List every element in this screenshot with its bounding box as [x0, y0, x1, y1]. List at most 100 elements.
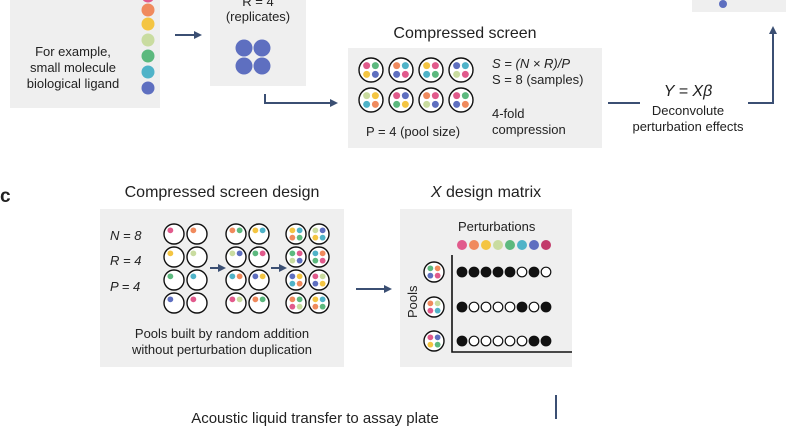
replicate-dot — [235, 57, 253, 75]
design-pool-dot — [312, 296, 319, 303]
screen-pool-dot — [423, 70, 431, 78]
matrix-row-pool-dot — [427, 265, 434, 272]
screen-pool-dot — [401, 92, 409, 100]
matrix-entry-filled — [492, 266, 504, 278]
design-pool-dot — [167, 250, 174, 257]
screen-pool — [388, 57, 414, 83]
panel-c-label: c — [0, 186, 11, 207]
deconvolute-line-2: perturbation effects — [632, 119, 744, 134]
matrix-row-pool-dot — [434, 272, 441, 279]
design-pool-dot — [259, 296, 266, 303]
matrix-entry-filled — [480, 266, 492, 278]
design-pool — [163, 223, 185, 245]
screen-pool-dot — [453, 70, 461, 78]
design-pool — [285, 223, 307, 245]
deconvolute-line-1: Deconvolute — [651, 103, 725, 118]
compressed-screen-title: Compressed screen — [393, 25, 537, 42]
screen-pool-dot — [453, 92, 461, 100]
matrix-row-pool-dot — [427, 272, 434, 279]
replicate-dot — [235, 39, 253, 57]
design-pool-dot — [167, 296, 174, 303]
ligand-dot — [142, 0, 154, 3]
design-pool-dot — [229, 250, 236, 257]
compression-line-2: compression — [492, 122, 566, 137]
screen-pool-dot — [363, 100, 371, 108]
matrix-entry-filled — [456, 335, 468, 347]
matrix-entry-empty — [468, 301, 480, 313]
screen-pool-dot — [371, 100, 379, 108]
design-pool-dot — [319, 303, 326, 310]
screen-pool-dot — [401, 70, 409, 78]
design-pool-dot — [289, 273, 296, 280]
screen-pool-dot — [393, 62, 401, 70]
matrix-entry-empty — [504, 335, 516, 347]
replicates-value: R = 4 — [242, 0, 274, 9]
matrix-title-var: X — [430, 184, 442, 201]
example-line-1: For example, — [35, 44, 111, 59]
matrix-entry-filled — [504, 266, 516, 278]
ligand-dot — [141, 33, 155, 47]
matrix-entry-filled — [456, 301, 468, 313]
design-pool-dot — [259, 273, 266, 280]
design-pool-dot — [319, 273, 326, 280]
matrix-entry-filled — [540, 301, 552, 313]
design-pool-dot — [252, 227, 259, 234]
matrix-entry-empty — [468, 335, 480, 347]
design-pool-dot — [190, 250, 197, 257]
design-pool-dot — [289, 227, 296, 234]
design-pool-dot — [312, 227, 319, 234]
screen-pool-dot — [431, 92, 439, 100]
screen-pool-dot — [423, 62, 431, 70]
screen-pool-dot — [371, 62, 379, 70]
design-pool-dot — [296, 227, 303, 234]
design-pool-dot — [312, 273, 319, 280]
screen-pool — [448, 57, 474, 83]
arrow-deconvolution-up — [748, 26, 777, 104]
ligand-dot — [141, 3, 155, 17]
matrix-row-pool-dot — [434, 334, 441, 341]
screen-pool-dot — [363, 92, 371, 100]
param-r: R = 4 — [110, 253, 142, 268]
matrix-row-pool-dot — [434, 341, 441, 348]
matrix-axes — [451, 255, 572, 353]
design-pool-dot — [319, 234, 326, 241]
design-pool-dot — [236, 227, 243, 234]
screen-pool-dot — [401, 62, 409, 70]
screen-pool-dot — [393, 70, 401, 78]
matrix-entry-filled — [528, 335, 540, 347]
design-pool-dot — [252, 250, 259, 257]
design-pool — [308, 246, 330, 268]
screen-pool-dot — [423, 100, 431, 108]
design-pool-dot — [167, 273, 174, 280]
screen-pool — [448, 87, 474, 113]
design-pool-dot — [289, 234, 296, 241]
design-pool — [163, 269, 185, 291]
matrix-entry-filled — [456, 266, 468, 278]
matrix-row-pool — [423, 296, 445, 318]
param-p: P = 4 — [110, 279, 141, 294]
design-pool-dot — [296, 234, 303, 241]
perturbation-color — [493, 240, 503, 250]
perturbation-color — [517, 240, 527, 250]
matrix-title: X design matrix — [400, 184, 572, 202]
generated-marks — [141, 0, 727, 353]
screen-pool-dot — [461, 70, 469, 78]
matrix-row-pool-dot — [427, 334, 434, 341]
design-pool-dot — [319, 250, 326, 257]
perturbation-color — [457, 240, 467, 250]
example-line-2: small molecule — [30, 60, 116, 75]
arrow-replicates-to-screen — [264, 94, 338, 107]
design-pool — [163, 292, 185, 314]
ligand-dot — [141, 17, 155, 31]
samples-count: S = 8 (samples) — [492, 72, 584, 87]
matrix-row-pool-dot — [427, 341, 434, 348]
design-pool-dot — [296, 296, 303, 303]
matrix-row-pool-dot — [434, 300, 441, 307]
example-line-3: biological ligand — [26, 76, 120, 91]
design-pool-dot — [190, 273, 197, 280]
design-pool-dot — [289, 280, 296, 287]
param-n: N = 8 — [110, 228, 142, 243]
matrix-row-pool — [423, 330, 445, 352]
design-pool-dot — [229, 296, 236, 303]
